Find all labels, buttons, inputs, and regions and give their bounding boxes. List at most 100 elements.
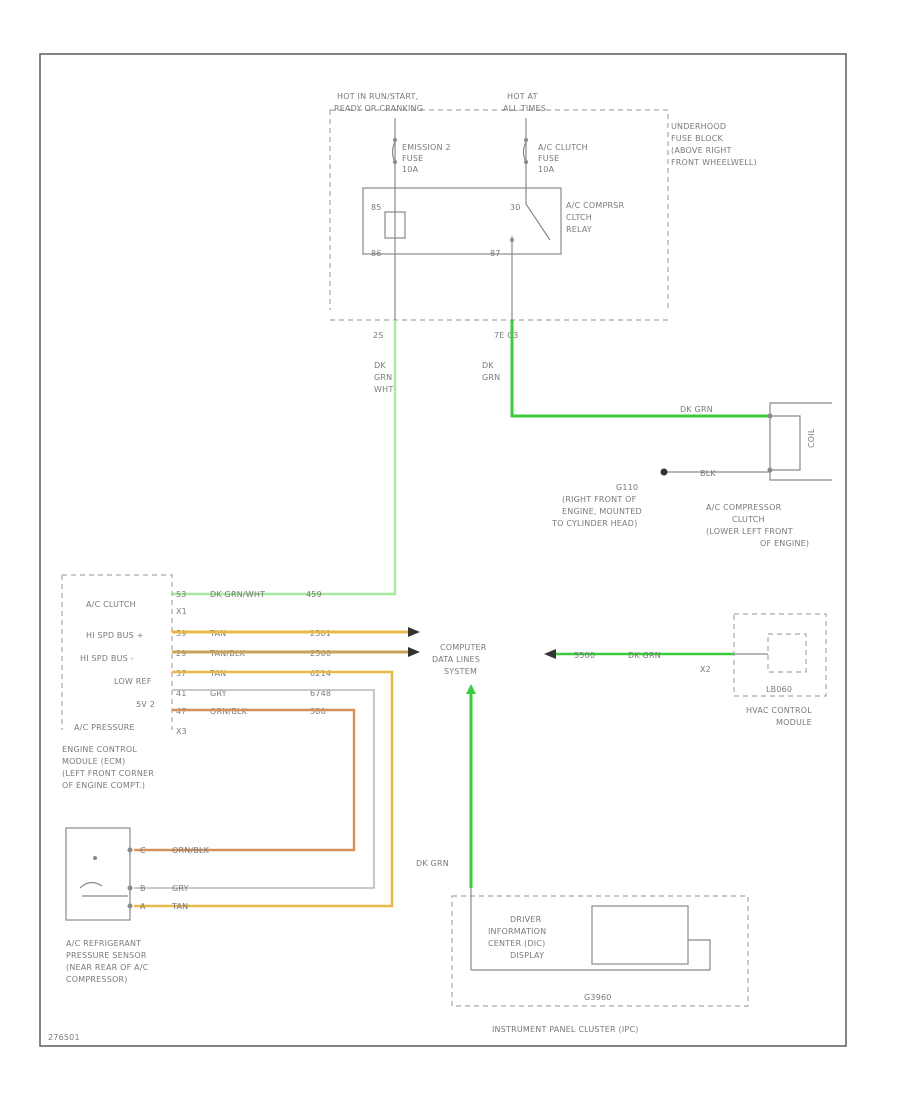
fuse-block-line-2: FUSE BLOCK (671, 134, 723, 143)
ipc-code: G3960 (584, 993, 612, 1002)
compressor-line-1: A/C COMPRESSOR (706, 503, 782, 512)
ecm-wire-color-5: GRY (210, 689, 227, 698)
fuse-block-line-3: (ABOVE RIGHT (671, 146, 732, 155)
ground-wire-label: BLK (700, 469, 716, 478)
hvac-inner-code: LB060 (766, 685, 792, 694)
fuse-pin-right: 7E C3 (494, 331, 518, 340)
ecm-pin-47: 47 ORN/BLK 380 (176, 707, 326, 716)
hvac-pin: X2 (700, 665, 711, 674)
ecm-wire-color-1: DK GRN/WHT (210, 590, 265, 599)
wire-right-line-1: DK (482, 361, 494, 370)
ac-refrigerant-pressure-sensor: C B A ORN/BLK GRY TAN A/C REFRIGERANT PR… (65, 827, 210, 984)
hot-at-all-line-1: HOT AT (507, 92, 538, 101)
ecm-connector-x3: X3 (176, 727, 187, 736)
cdls-line-3: SYSTEM (444, 667, 477, 676)
wire-left-line-3: WHT (374, 385, 393, 394)
computer-data-lines-system: COMPUTER DATA LINES SYSTEM (432, 643, 487, 676)
wire-dk-grn-wht (172, 320, 397, 596)
arrow-ipc (466, 684, 476, 694)
ecm-pin-label-4: LOW REF (114, 677, 152, 686)
ground-line-3: ENGINE, MOUNTED (562, 507, 642, 516)
ecm-pin-41: 41 GRY 6748 (176, 689, 331, 698)
svg-text:53: 53 (176, 590, 187, 599)
sensor-line-4: COMPRESSOR) (66, 975, 128, 984)
diagram-frame (39, 53, 847, 1047)
fuse1-line-2: FUSE (402, 154, 423, 163)
relay-line-3: RELAY (566, 225, 592, 234)
dic-line-4: DISPLAY (510, 951, 544, 960)
ecm-pin-53: 53 DK GRN/WHT 459 (176, 590, 322, 599)
wire-right-line-2: GRN (482, 373, 500, 382)
dic-line-2: INFORMATION (488, 927, 546, 936)
svg-text:47: 47 (176, 707, 187, 716)
fuse1-line-1: EMISSION 2 (402, 143, 451, 152)
relay-pin-30: 30 (510, 203, 521, 212)
fuse2-line-3: 10A (538, 165, 555, 174)
ecm-line-1: ENGINE CONTROL (62, 745, 137, 754)
ecm-pin-label-6: A/C PRESSURE (74, 723, 135, 732)
sensor-line-2: PRESSURE SENSOR (66, 951, 147, 960)
fuse-block-line-1: UNDERHOOD (671, 122, 726, 131)
ecm-circuit-5: 6748 (310, 689, 331, 698)
ecm-circuit-1: 459 (306, 590, 322, 599)
diagram-code: 276501 (48, 1033, 80, 1042)
engine-control-module: A/C CLUTCH HI SPD BUS + HI SPD BUS - LOW… (61, 574, 187, 790)
relay-pin-87: 87 (490, 249, 501, 258)
ipc-wire-label: DK GRN (416, 859, 449, 868)
sensor-line-1: A/C REFRIGERANT (66, 939, 141, 948)
hot-at-all-line-2: ALL TIMES (503, 104, 546, 113)
dic-line-3: CENTER (DIC) (488, 939, 545, 948)
arrow-hvac (544, 649, 556, 659)
fuse-block-line-4: FRONT WHEELWELL) (671, 158, 757, 167)
wire-orn-blk-pressure (134, 708, 356, 852)
ecm-line-4: OF ENGINE COMPT.) (62, 781, 145, 790)
ecm-pin-37: 37 TAN 6214 (176, 669, 331, 678)
wire-left-line-2: GRN (374, 373, 392, 382)
wire-gry-5v (134, 689, 375, 889)
ecm-wire-color-4: TAN (209, 669, 226, 678)
ground-line-4: TO CYLINDER HEAD) (551, 519, 637, 528)
ecm-circuit-4: 6214 (310, 669, 331, 678)
sensor-wire-3: TAN (171, 902, 188, 911)
wire-right-run-label: DK GRN (680, 405, 713, 414)
relay-line-2: CLTCH (566, 213, 592, 222)
hvac-wire-color: DK GRN (628, 651, 661, 660)
fuse-pin-left: 2S (373, 331, 384, 340)
hot-in-run-line-2: READY OR CRANKING (334, 104, 423, 113)
underhood-fuse-block: HOT IN RUN/START, READY OR CRANKING HOT … (329, 92, 757, 321)
arrow-bus-plus (408, 627, 420, 637)
sensor-pin-a: A (140, 902, 146, 911)
relay-pin-86: 86 (371, 249, 382, 258)
cdls-line-1: COMPUTER (440, 643, 487, 652)
sensor-wire-2: GRY (172, 884, 189, 893)
ecm-pin-label-5: 5V 2 (136, 700, 155, 709)
compressor-coil-label: COIL (807, 428, 816, 448)
hot-in-run-line-1: HOT IN RUN/START, (337, 92, 418, 101)
compressor-line-4: OF ENGINE) (760, 539, 809, 548)
svg-text:41: 41 (176, 689, 187, 698)
fuse2-line-1: A/C CLUTCH (538, 143, 588, 152)
wire-left-line-1: DK (374, 361, 386, 370)
fuse-emission-2: EMISSION 2 FUSE 10A (391, 118, 451, 188)
ecm-connector-x1: X1 (176, 607, 187, 616)
ground-g110: BLK G110 (RIGHT FRONT OF ENGINE, MOUNTED… (551, 468, 770, 528)
hvac-control-module: LB060 HVAC CONTROL MODULE (733, 613, 827, 727)
sensor-wire-1: ORN/BLK (172, 846, 210, 855)
fuse-ac-clutch: A/C CLUTCH FUSE 10A (522, 118, 588, 188)
ecm-pin-label-3: HI SPD BUS - (80, 654, 134, 663)
ground-line-1: G110 (616, 483, 638, 492)
ecm-circuit-6: 380 (310, 707, 326, 716)
ipc-label: INSTRUMENT PANEL CLUSTER (IPC) (492, 1025, 639, 1034)
wire-tan-low-ref (134, 670, 394, 908)
dic-line-1: DRIVER (510, 915, 542, 924)
arrow-bus-minus (408, 647, 420, 657)
ground-line-2: (RIGHT FRONT OF (562, 495, 637, 504)
ac-compressor-clutch: COIL A/C COMPRESSOR CLUTCH (LOWER LEFT F… (706, 402, 832, 548)
fuse1-line-3: 10A (402, 165, 419, 174)
instrument-panel-cluster: DRIVER INFORMATION CENTER (DIC) DISPLAY … (451, 888, 749, 1034)
cdls-line-2: DATA LINES (432, 655, 480, 664)
hvac-line-2: MODULE (776, 718, 812, 727)
fuse2-line-2: FUSE (538, 154, 559, 163)
compressor-line-3: (LOWER LEFT FRONT (706, 527, 793, 536)
